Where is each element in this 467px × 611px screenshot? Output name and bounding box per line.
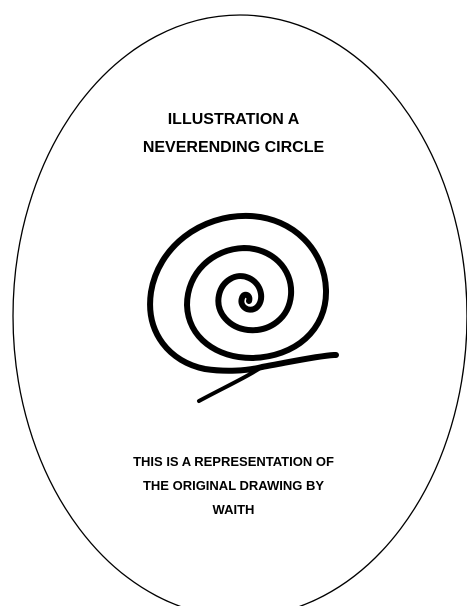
caption-line-2: THE ORIGINAL DRAWING BY [0,474,467,498]
title-line-1: ILLUSTRATION A [0,106,467,134]
caption-line-1: THIS IS A REPRESENTATION OF [0,450,467,474]
title-line-2: NEVERENDING CIRCLE [0,134,467,162]
caption-line-3: WAITH [0,498,467,522]
illustration-title: ILLUSTRATION A NEVERENDING CIRCLE [0,106,467,162]
illustration-caption: THIS IS A REPRESENTATION OF THE ORIGINAL… [0,450,467,522]
